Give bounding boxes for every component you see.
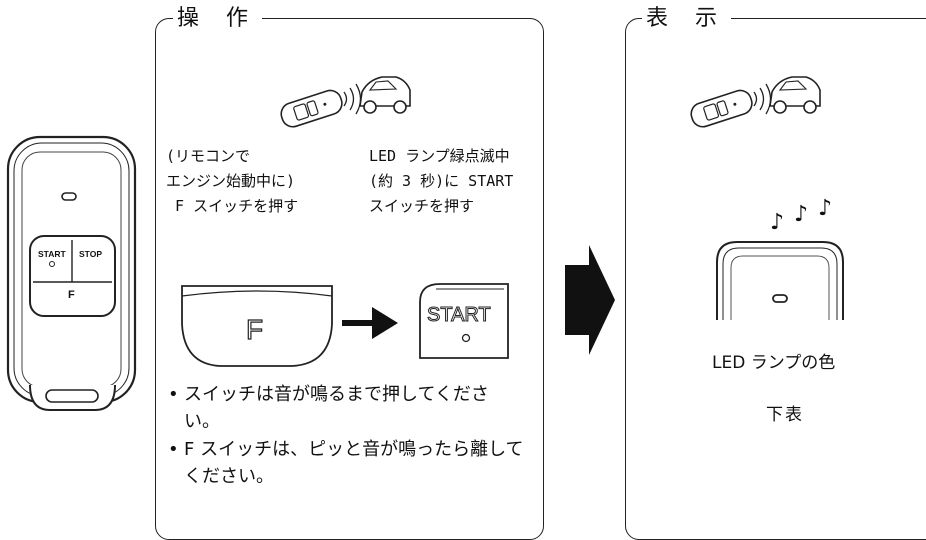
caption-right-line-3: スイッチを押す	[369, 197, 475, 215]
led-lamp-icon	[772, 294, 788, 303]
bullet-text: F スイッチは、ピッと音が鳴ったら離してください。	[184, 439, 524, 487]
led-color-caption: LED ランプの色	[712, 353, 836, 373]
table-reference: 下表	[766, 405, 804, 425]
bullet-text: スイッチは音が鳴るまで押してください。	[184, 384, 489, 432]
bullet-item-2: • F スイッチは、ピッと音が鳴ったら離してください。	[168, 436, 528, 490]
display-panel-title: 表 示	[642, 6, 731, 32]
key-to-car-icon	[690, 76, 821, 128]
fob-stop-button: STOP	[79, 249, 102, 259]
key-fob-left: START STOP F	[0, 0, 140, 531]
key-to-car-icon	[280, 76, 411, 128]
start-key-closeup	[419, 283, 509, 359]
bullet-item-1: • スイッチは音が鳴るまで押してください。	[168, 381, 528, 435]
caption-left-line-1: (リモコンで	[166, 147, 251, 165]
fob-led-icon	[61, 192, 77, 201]
operation-panel-title: 操 作	[173, 6, 262, 32]
caption-right-line-1: LED ランプ緑点滅中	[369, 147, 510, 165]
bullet-mark: •	[168, 384, 179, 405]
big-right-arrow-icon	[565, 245, 615, 355]
key-fob-drawing	[6, 135, 137, 411]
f-key-closeup	[181, 285, 333, 367]
f-key-label: F	[245, 313, 264, 345]
fob-led-closeup	[716, 241, 844, 320]
start-key-label: START	[427, 304, 492, 327]
caption-left-line-2: エンジン始動中に)	[166, 172, 296, 190]
fob-f-button: F	[68, 289, 75, 301]
caption-left-line-3: F スイッチを押す	[166, 197, 299, 215]
caption-right-line-2: (約 3 秒)に START	[369, 172, 514, 190]
right-arrow-icon	[342, 307, 398, 339]
fob-start-button: START	[38, 249, 66, 259]
bullet-mark: •	[168, 439, 179, 460]
